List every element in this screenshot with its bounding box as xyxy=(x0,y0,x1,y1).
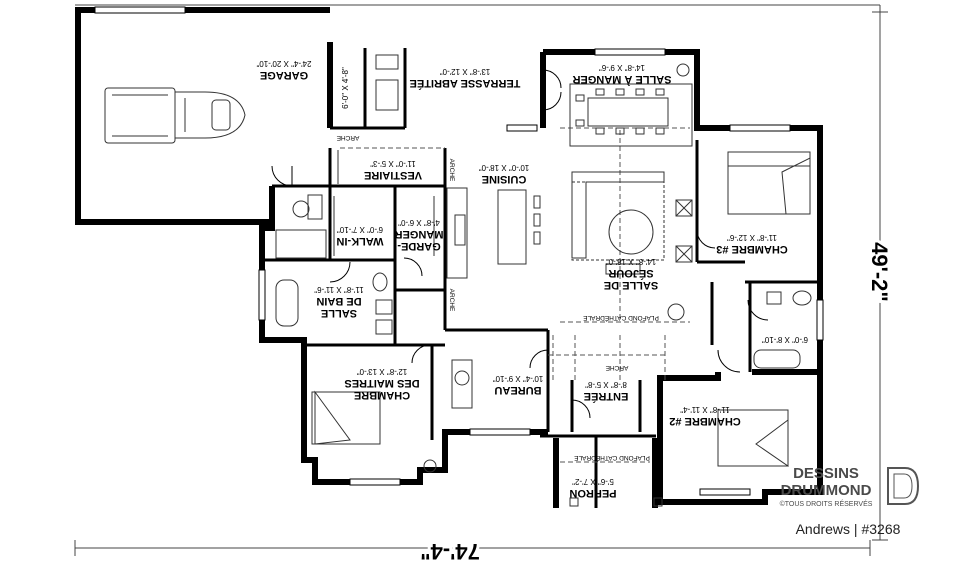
room-entree-name: ENTRÉE xyxy=(584,390,629,403)
dimension-lines xyxy=(74,4,888,556)
room-garde-manger-dim: 4'-8" X 6'-0" xyxy=(398,218,440,227)
room-perron-dim: 5'-6" X 7'-2" xyxy=(572,477,614,486)
room-entree-dim: 8'-8" X 5'-8" xyxy=(585,380,627,389)
plafond-cathedrale-label: PLAFOND CATHÉDRALE xyxy=(582,314,658,323)
dashed-lines xyxy=(340,127,690,463)
brand-line2: DRUMMOND xyxy=(781,482,872,499)
room-bureau-dim: 10'-4" X 9'-10" xyxy=(493,374,544,383)
doors xyxy=(271,69,769,419)
room-bath2-dim: 6'-0" X 8'-10" xyxy=(762,335,808,344)
fixtures xyxy=(275,54,812,507)
room-salle-manger-dim: 14'-8" X 9'-6" xyxy=(599,63,645,72)
interior-walls xyxy=(262,48,820,508)
room-perron-name: PERRON xyxy=(569,487,616,499)
room-sejour-name1: SALLE DE xyxy=(604,279,658,291)
room-garde-manger-name2: MANGER xyxy=(395,228,444,240)
annotations: ARCHE ARCHE ARCHE ARCHE PLAFOND CATHÉDRA… xyxy=(336,134,659,463)
room-chambre3-dim: 11'-8" X 12'-6" xyxy=(727,233,777,242)
room-chambre3-name: CHAMBRE #3 xyxy=(716,243,788,255)
arche-label: ARCHE xyxy=(605,364,628,371)
plafond-cathedrale-label: PLAFOND CATHÉDRALE xyxy=(573,454,649,463)
truck-icon xyxy=(104,87,246,144)
room-walkin-name: WALK-IN xyxy=(336,235,383,247)
room-terrasse-name: TERRASSE ABRITÉE xyxy=(410,77,521,90)
room-salle-manger-name: SALLE À MANGER xyxy=(572,73,671,86)
room-cuisine-name: CUISINE xyxy=(482,173,527,185)
overall-depth-label: 49'-2" xyxy=(867,242,892,302)
room-garde-manger-name1: GARDE- xyxy=(397,240,441,252)
room-sejour-name2: SÉJOUR xyxy=(608,267,653,280)
plan-caption: Andrews | #3268 xyxy=(796,521,901,537)
room-chambre2-dim: 11'-8" X 11'-4" xyxy=(680,405,730,414)
room-bureau-name: BUREAU xyxy=(494,384,541,396)
room-salle-bain-name1: SALLE xyxy=(321,307,357,319)
room-vestiaire-dim: 11'-0" X 5'-3" xyxy=(370,159,416,168)
room-terrasse-dim: 13'-8" X 12'-0" xyxy=(440,67,491,76)
arche-label: ARCHE xyxy=(336,134,359,141)
room-garage-name: GARAGE xyxy=(260,69,308,81)
room-salle-bain-name2: DE BAIN xyxy=(316,295,361,307)
windows xyxy=(94,6,824,496)
room-cuisine-dim: 10'-0" X 18'-0" xyxy=(479,163,530,172)
overall-width-label: 74'-4" xyxy=(420,539,480,564)
brand-line1: DESSINS xyxy=(793,465,859,482)
room-vestiaire-name: VESTIAIRE xyxy=(364,169,422,181)
room-labels: GARAGE 24'-4" X 20'-10" TERRASSE ABRITÉE… xyxy=(256,59,808,499)
room-chambre-maitres-name1: CHAMBRE xyxy=(354,389,410,401)
room-storage-dim: 6'-0" X 4'-8" xyxy=(341,67,350,109)
room-salle-bain-dim: 11'-8" X 11'-6" xyxy=(314,285,364,294)
brand-d-icon xyxy=(887,467,920,505)
arche-label: ARCHE xyxy=(448,159,455,182)
room-sejour-dim: 14'-8" X 18'-0" xyxy=(606,257,657,266)
room-garage-dim: 24'-4" X 20'-10" xyxy=(256,59,311,68)
arche-label: ARCHE xyxy=(448,289,455,312)
brand-logo: DESSINS DRUMMOND ©TOUS DROITS RÉSERVÉS xyxy=(780,465,920,508)
brand-rights: ©TOUS DROITS RÉSERVÉS xyxy=(780,499,873,508)
room-chambre-maitres-dim: 12'-8" X 13'-0" xyxy=(357,367,408,376)
room-chambre2-name: CHAMBRE #2 xyxy=(669,415,741,427)
room-walkin-dim: 6'-0" X 7'-10" xyxy=(337,225,383,234)
room-chambre-maitres-name2: DES MAITRES xyxy=(344,377,419,389)
